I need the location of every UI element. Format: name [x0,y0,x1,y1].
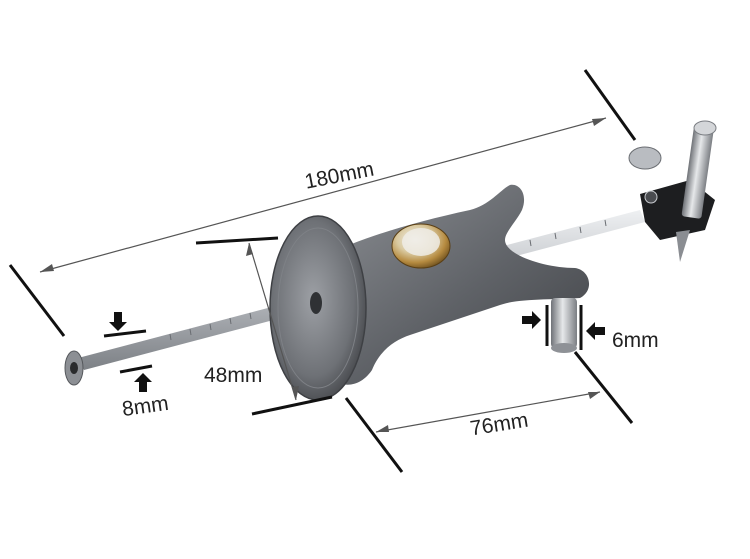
tick-76-left [344,397,404,473]
dim-line-180 [39,117,607,273]
dimension-48 [195,236,333,416]
tick-8-bottom [119,364,153,374]
arrow-right-icon [522,311,541,329]
dim-line-76 [375,391,601,433]
cutter-knurled-knob [628,146,662,170]
arrowhead-180-right [592,118,606,126]
tick-48-bottom [251,395,333,416]
cutter-post-top [693,120,717,136]
dimension-76 [344,351,634,473]
arrowhead-48-bottom [292,386,299,400]
tick-8-top [103,329,147,338]
tick-180-right [583,69,637,141]
brass-screw-top [402,228,440,256]
arrow-left-icon [586,322,605,340]
dimension-180 [8,69,637,337]
arrow-up-icon [134,373,152,392]
dim-line-48 [248,242,297,401]
fence-disc-rim [277,227,359,389]
arrowhead-180-left [40,264,54,272]
tick-48-top [195,236,279,245]
rod-end-screw [70,362,78,374]
dimension-6 [522,305,605,350]
fence-pin [551,298,577,348]
dimension-label-48: 48mm [204,364,263,387]
tick-180-left [8,264,66,337]
arrowhead-48-top [246,243,253,256]
dimension-label-6: 6mm [612,329,659,352]
arrow-down-icon [109,312,127,331]
dimension-8 [103,312,153,392]
arrowhead-76-left [376,425,389,432]
rod-hole [310,292,322,314]
cutter-blade [676,230,690,262]
fence-pin-tip [551,343,577,353]
tick-76-right [573,351,634,424]
fence-body [315,184,590,385]
cutter-lock-screw [644,190,658,204]
arrowhead-76-right [588,392,600,399]
cutter-post [681,127,714,219]
